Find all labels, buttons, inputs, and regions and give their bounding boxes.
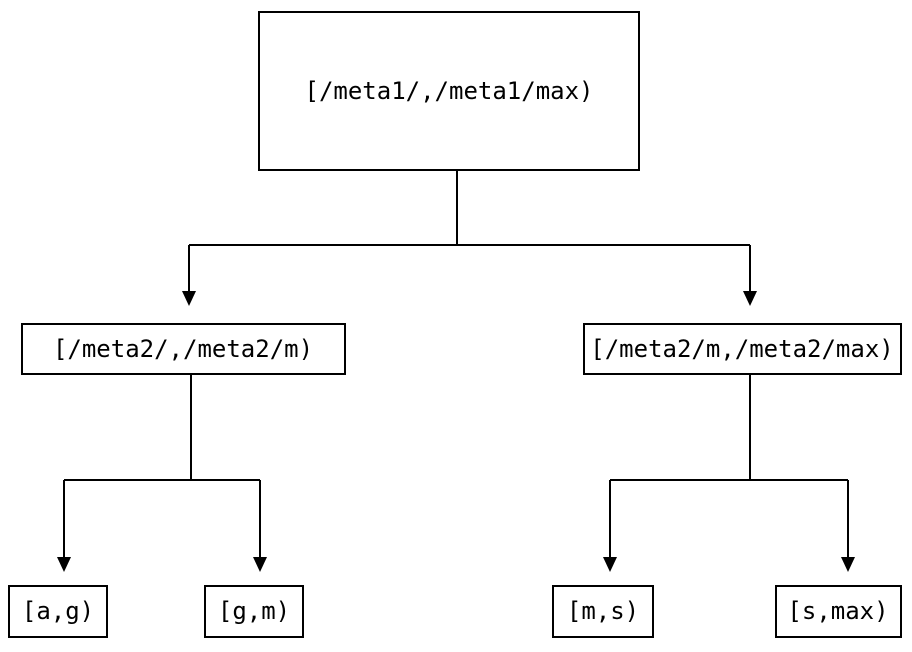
node-leaf-gm-label: [g,m) bbox=[218, 597, 290, 625]
node-mid-right-box[interactable] bbox=[583, 323, 902, 375]
node-leaf-smax[interactable]: [s,max) bbox=[775, 585, 902, 638]
edge-group-mid-right bbox=[603, 374, 855, 572]
node-leaf-smax-label: [s,max) bbox=[787, 597, 888, 625]
node-leaf-smax-box[interactable] bbox=[775, 585, 902, 638]
node-root[interactable]: [/meta1/,/meta1/max) bbox=[258, 11, 640, 171]
arrowhead-mid-right bbox=[743, 291, 757, 306]
node-leaf-ms-box[interactable] bbox=[552, 585, 654, 638]
node-leaf-ms[interactable]: [m,s) bbox=[552, 585, 654, 638]
arrowhead-leaf-gm bbox=[253, 557, 267, 572]
node-root-box[interactable] bbox=[258, 11, 640, 171]
node-leaf-ms-label: [m,s) bbox=[567, 597, 639, 625]
node-root-label: [/meta1/,/meta1/max) bbox=[305, 77, 594, 105]
node-mid-right[interactable]: [/meta2/m,/meta2/max) bbox=[583, 323, 902, 375]
node-mid-left-box[interactable] bbox=[21, 323, 346, 375]
arrowhead-leaf-smax bbox=[841, 557, 855, 572]
arrowhead-mid-left bbox=[182, 291, 196, 306]
node-leaf-ag-box[interactable] bbox=[8, 585, 108, 638]
edge-group-root bbox=[182, 170, 757, 306]
node-mid-right-label: [/meta2/m,/meta2/max) bbox=[590, 335, 893, 363]
arrowhead-leaf-ag bbox=[57, 557, 71, 572]
node-leaf-gm-box[interactable] bbox=[204, 585, 304, 638]
node-mid-left-label: [/meta2/,/meta2/m) bbox=[53, 335, 313, 363]
edge-group-mid-left bbox=[57, 374, 267, 572]
node-leaf-ag[interactable]: [a,g) bbox=[8, 585, 108, 638]
node-mid-left[interactable]: [/meta2/,/meta2/m) bbox=[21, 323, 346, 375]
arrowhead-leaf-ms bbox=[603, 557, 617, 572]
node-leaf-ag-label: [a,g) bbox=[22, 597, 94, 625]
node-leaf-gm[interactable]: [g,m) bbox=[204, 585, 304, 638]
